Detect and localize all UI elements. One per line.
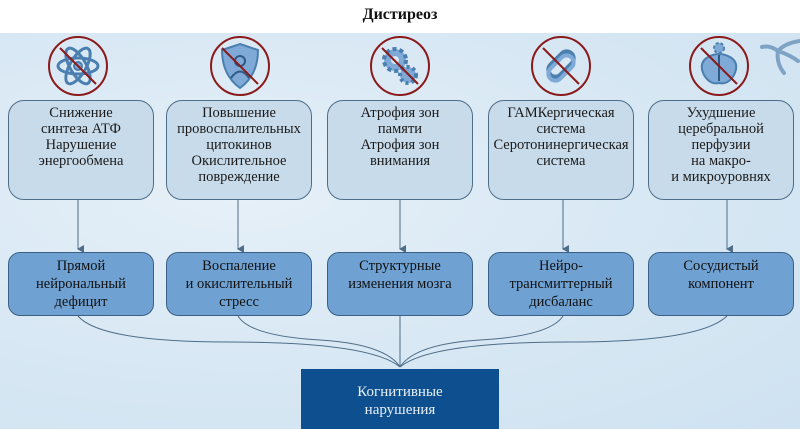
merge-line-4 (399, 315, 564, 368)
shield-person-prohibited-icon (210, 36, 270, 96)
atom-prohibited-icon (48, 36, 108, 96)
merge-line-2 (237, 315, 401, 368)
mechanism-box-4: ГАМКергическая система Серотонинергическ… (488, 100, 634, 200)
mechanism-box-1: Снижение синтеза АТФ Нарушение энергообм… (8, 100, 154, 200)
brain-gear-prohibited-icon (689, 36, 749, 96)
effect-box-2: Воспаление и окислительный стресс (166, 252, 312, 316)
merge-line-5 (399, 315, 728, 368)
chain-link-prohibited-icon (531, 36, 591, 96)
mechanism-box-5: Ухудшение церебральной перфузии на макро… (648, 100, 794, 200)
effect-box-4: Нейро- трансмиттерный дисбаланс (488, 252, 634, 316)
effect-box-3: Структурные изменения мозга (327, 252, 473, 316)
effect-box-1: Прямой нейрональный дефицит (8, 252, 154, 316)
effect-box-5: Сосудистый компонент (648, 252, 794, 316)
gears-prohibited-icon (370, 36, 430, 96)
neuron-decoration-icon (760, 39, 800, 75)
mechanism-box-2: Повышение провоспалительных цитокинов Ок… (166, 100, 312, 200)
mechanism-box-3: Атрофия зон памяти Атрофия зон внимания (327, 100, 473, 200)
merge-line-1 (77, 315, 401, 368)
diagram-title: Дистиреоз (362, 6, 438, 23)
outcome-box: Когнитивные нарушения (301, 369, 499, 429)
